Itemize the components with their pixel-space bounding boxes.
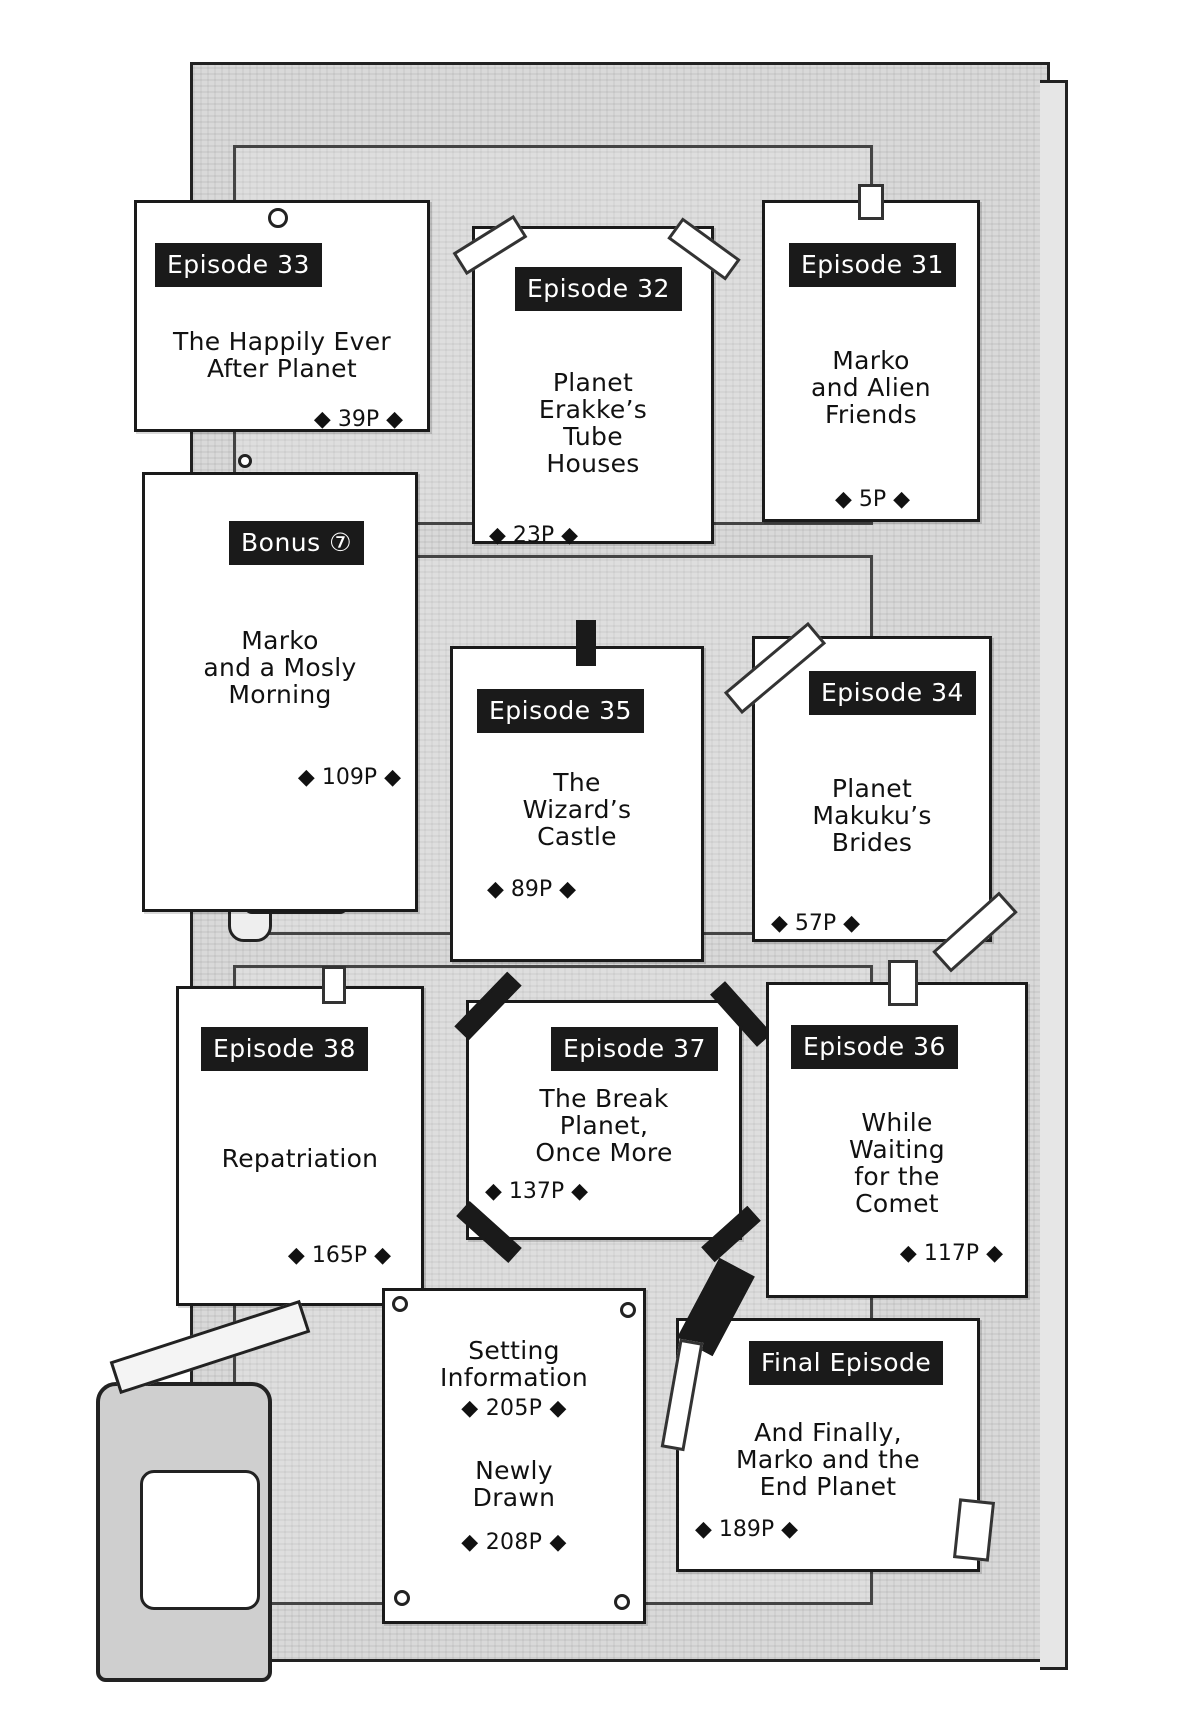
- episode-tag: Episode 36: [791, 1025, 958, 1069]
- pin-icon: [268, 208, 288, 228]
- note-episode-31[interactable]: Episode 31 Marko and Alien Friends ◆ 5P …: [762, 200, 980, 522]
- episode-tag: Episode 31: [789, 243, 956, 287]
- pin-icon: [614, 1594, 630, 1610]
- page-number: ◆ 23P ◆: [489, 523, 579, 548]
- page-number: ◆ 57P ◆: [771, 911, 861, 936]
- note-episode-34[interactable]: Episode 34 Planet Makuku’s Brides ◆ 57P …: [752, 636, 992, 942]
- page-number: ◆ 5P ◆: [835, 487, 911, 512]
- episode-tag: Episode 35: [477, 689, 644, 733]
- door-edge: [1040, 80, 1068, 1670]
- note-episode-36[interactable]: Episode 36 While Waiting for the Comet ◆…: [766, 982, 1028, 1298]
- episode-title: And Finally, Marko and the End Planet: [736, 1418, 920, 1501]
- episode-title: Repatriation: [221, 1144, 379, 1173]
- page-number: ◆ 137P ◆: [485, 1179, 589, 1204]
- episode-title: While Waiting for the Comet: [849, 1108, 945, 1218]
- episode-title: Planet Makuku’s Brides: [812, 774, 932, 857]
- page-number: ◆ 189P ◆: [695, 1517, 799, 1542]
- pin-icon: [394, 1590, 410, 1606]
- page-number: ◆ 39P ◆: [313, 407, 403, 432]
- newly-drawn-page: ◆ 208P ◆: [461, 1530, 567, 1555]
- page-number: ◆ 109P ◆: [297, 765, 401, 790]
- note-episode-35[interactable]: Episode 35 The Wizard’s Castle ◆ 89P ◆: [450, 646, 704, 962]
- note-bonus-7[interactable]: Bonus ⑦ Marko and a Mosly Morning ◆ 109P…: [142, 472, 418, 912]
- tape-strip: [322, 966, 346, 1004]
- episode-tag: Episode 37: [551, 1027, 718, 1071]
- episode-tag: Bonus ⑦: [229, 521, 365, 565]
- episode-tag: Episode 33: [155, 243, 322, 287]
- episode-tag: Episode 32: [515, 267, 682, 311]
- pin-icon: [238, 454, 252, 468]
- page-number: ◆ 165P ◆: [287, 1243, 391, 1268]
- tape-strip: [576, 620, 596, 666]
- tape-strip: [888, 960, 918, 1006]
- note-episode-32[interactable]: Episode 32 Planet Erakke’s Tube Houses ◆…: [472, 226, 714, 548]
- tape-strip: [952, 1498, 996, 1562]
- setting-info-title: Setting Information: [439, 1336, 588, 1392]
- episode-title: The Break Planet, Once More: [535, 1084, 673, 1167]
- note-extras[interactable]: Setting Information ◆ 205P ◆ Newly Drawn…: [382, 1288, 646, 1624]
- episode-title: The Happily Ever After Planet: [173, 327, 391, 383]
- episode-tag: Episode 38: [201, 1027, 368, 1071]
- note-final-episode[interactable]: Final Episode And Finally, Marko and the…: [676, 1318, 980, 1572]
- newly-drawn-title: Newly Drawn: [472, 1456, 556, 1512]
- pin-icon: [392, 1296, 408, 1312]
- paint-can-label: [140, 1470, 260, 1610]
- note-episode-33[interactable]: Episode 33 The Happily Ever After Planet…: [134, 200, 430, 432]
- tape-strip: [858, 184, 884, 220]
- note-episode-37[interactable]: Episode 37 The Break Planet, Once More ◆…: [466, 1000, 742, 1240]
- note-episode-38[interactable]: Episode 38 Repatriation ◆ 165P ◆: [176, 986, 424, 1306]
- episode-title: Planet Erakke’s Tube Houses: [538, 368, 648, 478]
- episode-title: Marko and Alien Friends: [811, 346, 931, 429]
- episode-title: The Wizard’s Castle: [522, 768, 632, 851]
- pin-icon: [620, 1302, 636, 1318]
- setting-info-page: ◆ 205P ◆: [461, 1396, 567, 1421]
- episode-tag: Episode 34: [809, 671, 976, 715]
- episode-title: Marko and a Mosly Morning: [203, 626, 357, 709]
- page-number: ◆ 89P ◆: [487, 877, 577, 902]
- episode-tag: Final Episode: [749, 1341, 944, 1385]
- page-number: ◆ 117P ◆: [899, 1241, 1003, 1266]
